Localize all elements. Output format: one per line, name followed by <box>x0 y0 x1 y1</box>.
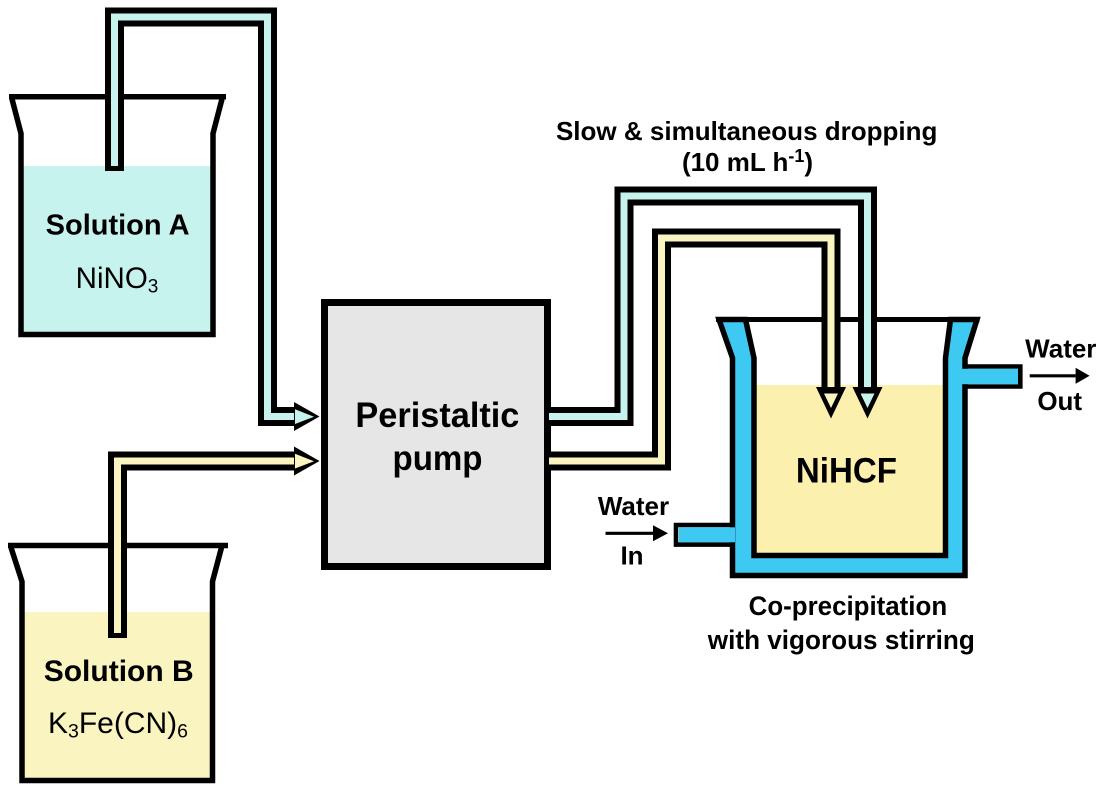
svg-text:Solution B: Solution B <box>44 655 194 688</box>
svg-text:Co-precipitation: Co-precipitation <box>749 591 948 621</box>
svg-text:In: In <box>620 541 643 571</box>
svg-text:NiNO3: NiNO3 <box>76 262 159 298</box>
svg-text:with vigorous stirring: with vigorous stirring <box>707 625 975 655</box>
svg-text:(10 mL h-1): (10 mL h-1) <box>682 146 813 177</box>
svg-text:NiHCF: NiHCF <box>796 452 897 491</box>
svg-text:Slow & simultaneous dropping: Slow & simultaneous dropping <box>556 116 938 146</box>
svg-text:pump: pump <box>393 438 483 478</box>
svg-text:Water: Water <box>598 491 669 521</box>
svg-text:Solution A: Solution A <box>46 210 190 242</box>
svg-text:Peristaltic: Peristaltic <box>355 395 519 435</box>
svg-text:Out: Out <box>1037 386 1082 416</box>
svg-text:Water: Water <box>1025 334 1096 364</box>
